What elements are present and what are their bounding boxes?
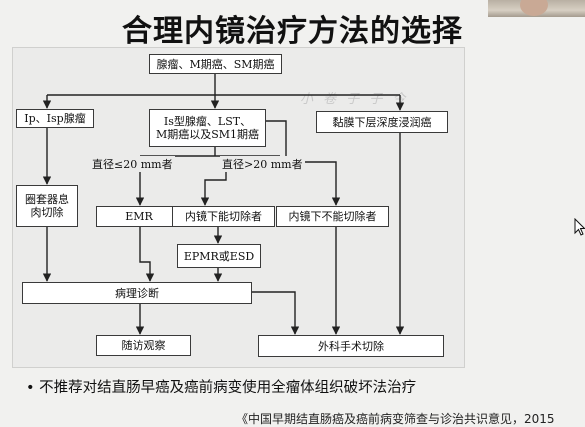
node-emr: EMR (96, 206, 182, 227)
node-pathology: 病理诊断 (22, 282, 252, 304)
node-surgery: 外科手术切除 (258, 335, 444, 357)
slide-title: 合理内镜治疗方法的选择 (122, 14, 463, 49)
node-epmr: EPMR或ESD (177, 244, 261, 268)
connector-is-right (266, 120, 287, 156)
node-ip: Ip、Isp腺瘤 (16, 109, 94, 128)
watermark: 小 卷 子 子 今 (300, 92, 409, 107)
bullet-note: • 不推荐对结直肠早癌及癌前病变使用全瘤体组织破坏法治疗 (26, 380, 417, 396)
node-top: 腺瘤、M期癌、SM期癌 (149, 54, 282, 74)
citation: 《中国早期结直肠癌及癌前病变筛查与诊治共识意见，2015 (236, 412, 555, 426)
node-submucosa: 黏膜下层深度浸润癌 (316, 111, 448, 133)
node-endo-ok: 内镜下能切除者 (172, 206, 275, 227)
node-snare: 圈套器息 肉切除 (16, 185, 78, 227)
node-endo-no: 内镜下不能切除者 (276, 206, 389, 227)
condition-large: 直径>20 mm者 (220, 156, 305, 172)
condition-small: 直径≤20 mm者 (90, 156, 175, 172)
node-is: Is型腺瘤、LST、 M期癌以及SM1期癌 (149, 109, 266, 147)
mouse-cursor-icon (574, 218, 585, 236)
node-followup: 随访观察 (96, 335, 191, 356)
connector-path-surgery (252, 291, 300, 335)
connector-emr-path (139, 226, 155, 282)
webcam-thumbnail (488, 0, 585, 17)
